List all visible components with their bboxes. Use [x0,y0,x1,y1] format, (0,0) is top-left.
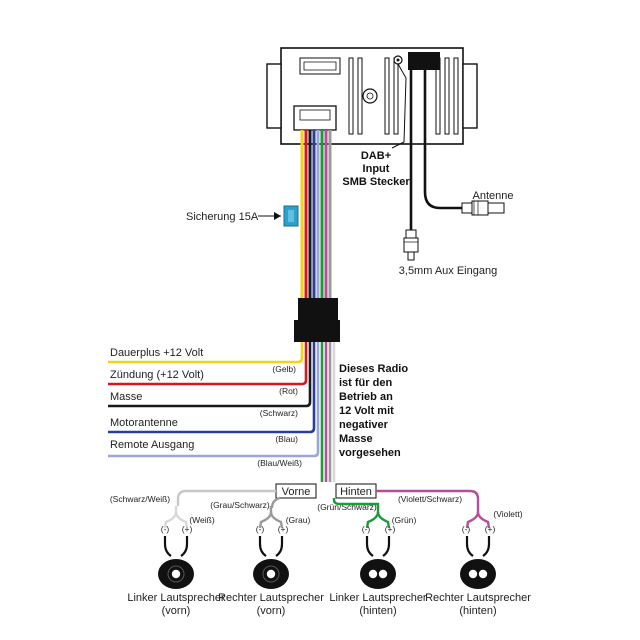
dab-input-callout: DAB+ Input SMB Stecker [342,63,410,188]
speaker-4-body [460,559,496,589]
note-line-2: ist für den [339,377,392,389]
wire-label-motorantenne: Motorantenne [110,417,178,429]
power-wires [108,342,320,458]
speaker-1-terminal-pos [180,536,189,557]
harness-connector [294,298,340,342]
speaker4-plus: (+) [485,524,496,534]
speaker3-plus: (+) [385,524,396,534]
wire-label-dauerplus: Dauerplus +12 Volt [110,347,203,359]
speaker1-pos-color: (Weiß) [189,515,215,525]
speaker4-pos-color: (Violett) [493,509,522,519]
note-line-1: Dieses Radio [339,363,408,375]
speaker1-name-line1: Linker Lautsprecher [127,592,225,604]
speaker-1-terminal-neg [163,536,172,557]
speaker-bundle [320,342,336,482]
fuse: Sicherung 15A [186,205,299,227]
note-line-5: negativer [339,419,389,431]
note-line-6: Masse [339,433,373,445]
speaker-4 [460,506,496,589]
speaker1-minus: (-) [161,524,170,534]
speaker-2 [253,506,289,589]
antenna-cable: Antenne [423,70,514,216]
speaker-2-cone [262,565,280,583]
note-line-4: 12 Volt mit [339,405,394,417]
speaker3-name-line2: (hinten) [359,605,396,617]
wire-label-zuendung: Zündung (+12 Volt) [110,369,204,381]
speaker-1 [158,506,194,589]
fuse-label: Sicherung 15A [186,211,259,223]
green-black-label: (Grün/Schwarz) [317,502,377,512]
speaker-3 [360,506,396,589]
radio-unit [266,47,478,145]
note-line-3: Betrieb an [339,391,393,403]
aux-cable: 3,5mm Aux Eingang [399,70,497,277]
speaker-2-lead-pos [269,511,284,529]
speaker1-neg-color: (Schwarz/Weiß) [110,494,170,504]
speaker-4-terminal-neg [465,536,474,557]
speaker-3-tweeter [368,569,378,579]
dab-label-line1: DAB+ [361,150,391,162]
wire-color-rot: (Rot) [279,386,298,396]
speaker-branches [176,489,480,509]
speaker2-plus: (+) [278,524,289,534]
speaker4-name-line1: Rechter Lautsprecher [425,592,531,604]
speaker-3-terminal-pos [382,536,391,557]
speaker4-minus: (-) [462,524,471,534]
wire-color-schwarz: (Schwarz) [260,408,298,418]
speaker-2-dustcap [266,569,276,579]
speaker-3-lead-pos [376,511,391,529]
dab-label-line2: Input [363,163,390,175]
speaker1-plus: (+) [182,524,193,534]
speaker-1-dustcap [171,569,181,579]
speaker4-neg-color: (Violett/Schwarz) [398,494,462,504]
wire-bundle [300,130,332,300]
speaker-3-terminal-neg [365,536,374,557]
wire-label-masse: Masse [110,391,142,403]
speaker4-name-line2: (hinten) [459,605,496,617]
speaker3-pos-color: (Grün) [392,515,417,525]
speaker3-name-line1: Linker Lautsprecher [329,592,427,604]
note-line-7: vorgesehen [339,447,401,459]
voltage-note: Dieses Radio ist für den Betrieb an 12 V… [339,363,408,459]
speaker2-name-line1: Rechter Lautsprecher [218,592,324,604]
wire-color-blau: (Blau) [275,434,298,444]
speaker2-name-line2: (vorn) [257,605,286,617]
speaker2-pos-color: (Grau) [286,515,311,525]
speaker-2-terminal-pos [275,536,284,557]
speakers [158,506,496,589]
speaker2-minus: (-) [256,524,265,534]
wire-label-remote: Remote Ausgang [110,439,194,451]
front-group-label: Vorne [282,486,311,498]
wire-color-blau-weiss: (Blau/Weiß) [257,458,302,468]
speaker-3-body [360,559,396,589]
group-labels: Vorne Hinten (Grün/Schwarz) [275,483,377,512]
speaker-4-lead-pos [476,511,491,529]
speaker-4-woofer [478,569,488,579]
speaker-4-tweeter [468,569,478,579]
antenna-label: Antenne [473,190,514,202]
speaker-1-cone [167,565,185,583]
speaker2-neg-color: (Grau/Schwarz) [210,500,270,510]
speaker-labels: (Schwarz/Weiß) (Weiß) (-) (+) Linker Lau… [110,494,531,617]
rear-group-label: Hinten [340,486,372,498]
speaker-4-terminal-pos [482,536,491,557]
wire-color-gelb: (Gelb) [272,364,296,374]
speaker-2-terminal-neg [258,536,267,557]
aux-label: 3,5mm Aux Eingang [399,265,497,277]
wire-labels: Dauerplus +12 Volt (Gelb) Zündung (+12 V… [110,347,302,468]
speaker-1-lead-pos [174,511,189,529]
dab-label-line3: SMB Stecker [342,176,410,188]
speaker-3-woofer [378,569,388,579]
speaker1-name-line2: (vorn) [162,605,191,617]
speaker3-minus: (-) [362,524,371,534]
